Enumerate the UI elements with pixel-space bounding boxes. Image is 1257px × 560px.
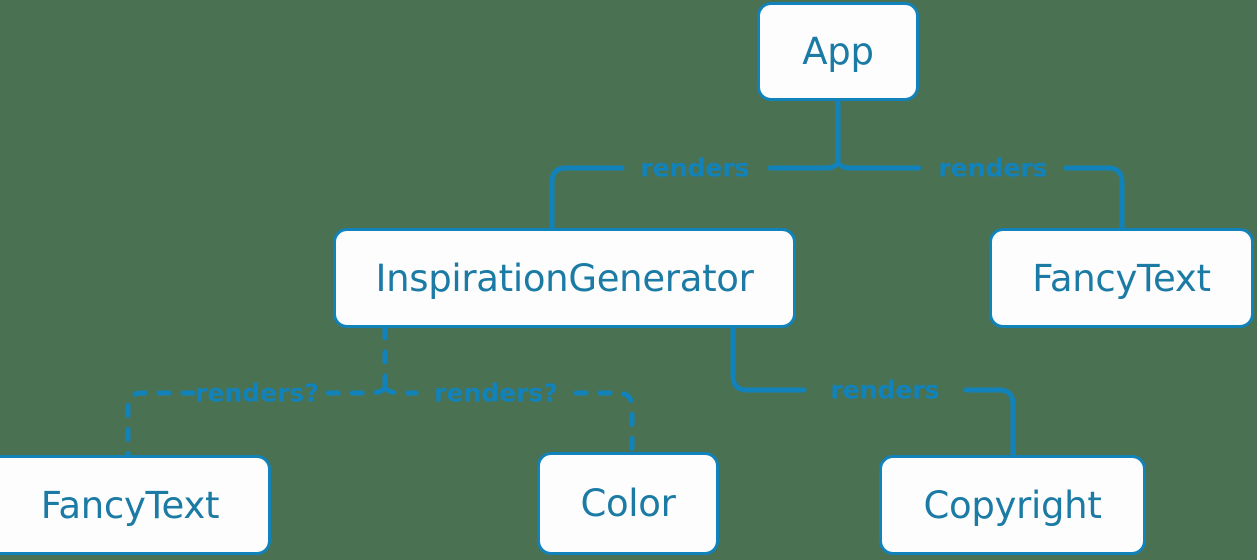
edge-inspiration-to-copyright — [730, 325, 1016, 458]
edge-label-app-to-fancytext: renders — [938, 153, 1048, 183]
node-fancytext-right[interactable]: FancyText — [989, 228, 1254, 328]
edge-label-app-to-inspiration: renders — [640, 153, 750, 183]
edge-label-inspiration-to-color: renders? — [434, 378, 558, 408]
node-app-label: App — [802, 30, 874, 73]
edge-label-inspiration-to-fancytext: renders? — [195, 378, 319, 408]
node-inspiration-generator[interactable]: InspirationGenerator — [333, 228, 796, 328]
node-fancytext-bottom[interactable]: FancyText — [0, 455, 271, 555]
edge-inspiration-to-color — [382, 385, 635, 455]
node-fancytext-bottom-label: FancyText — [40, 483, 220, 527]
node-app[interactable]: App — [757, 2, 919, 101]
node-inspiration-generator-label: InspirationGenerator — [375, 256, 754, 300]
edge-app-to-fancytext — [835, 160, 1125, 231]
edge-label-inspiration-to-copyright: renders — [830, 375, 940, 405]
node-fancytext-right-label: FancyText — [1032, 256, 1211, 300]
node-color[interactable]: Color — [537, 452, 719, 555]
node-copyright-label: Copyright — [923, 483, 1102, 527]
node-copyright[interactable]: Copyright — [879, 455, 1146, 555]
node-color-label: Color — [580, 482, 676, 525]
